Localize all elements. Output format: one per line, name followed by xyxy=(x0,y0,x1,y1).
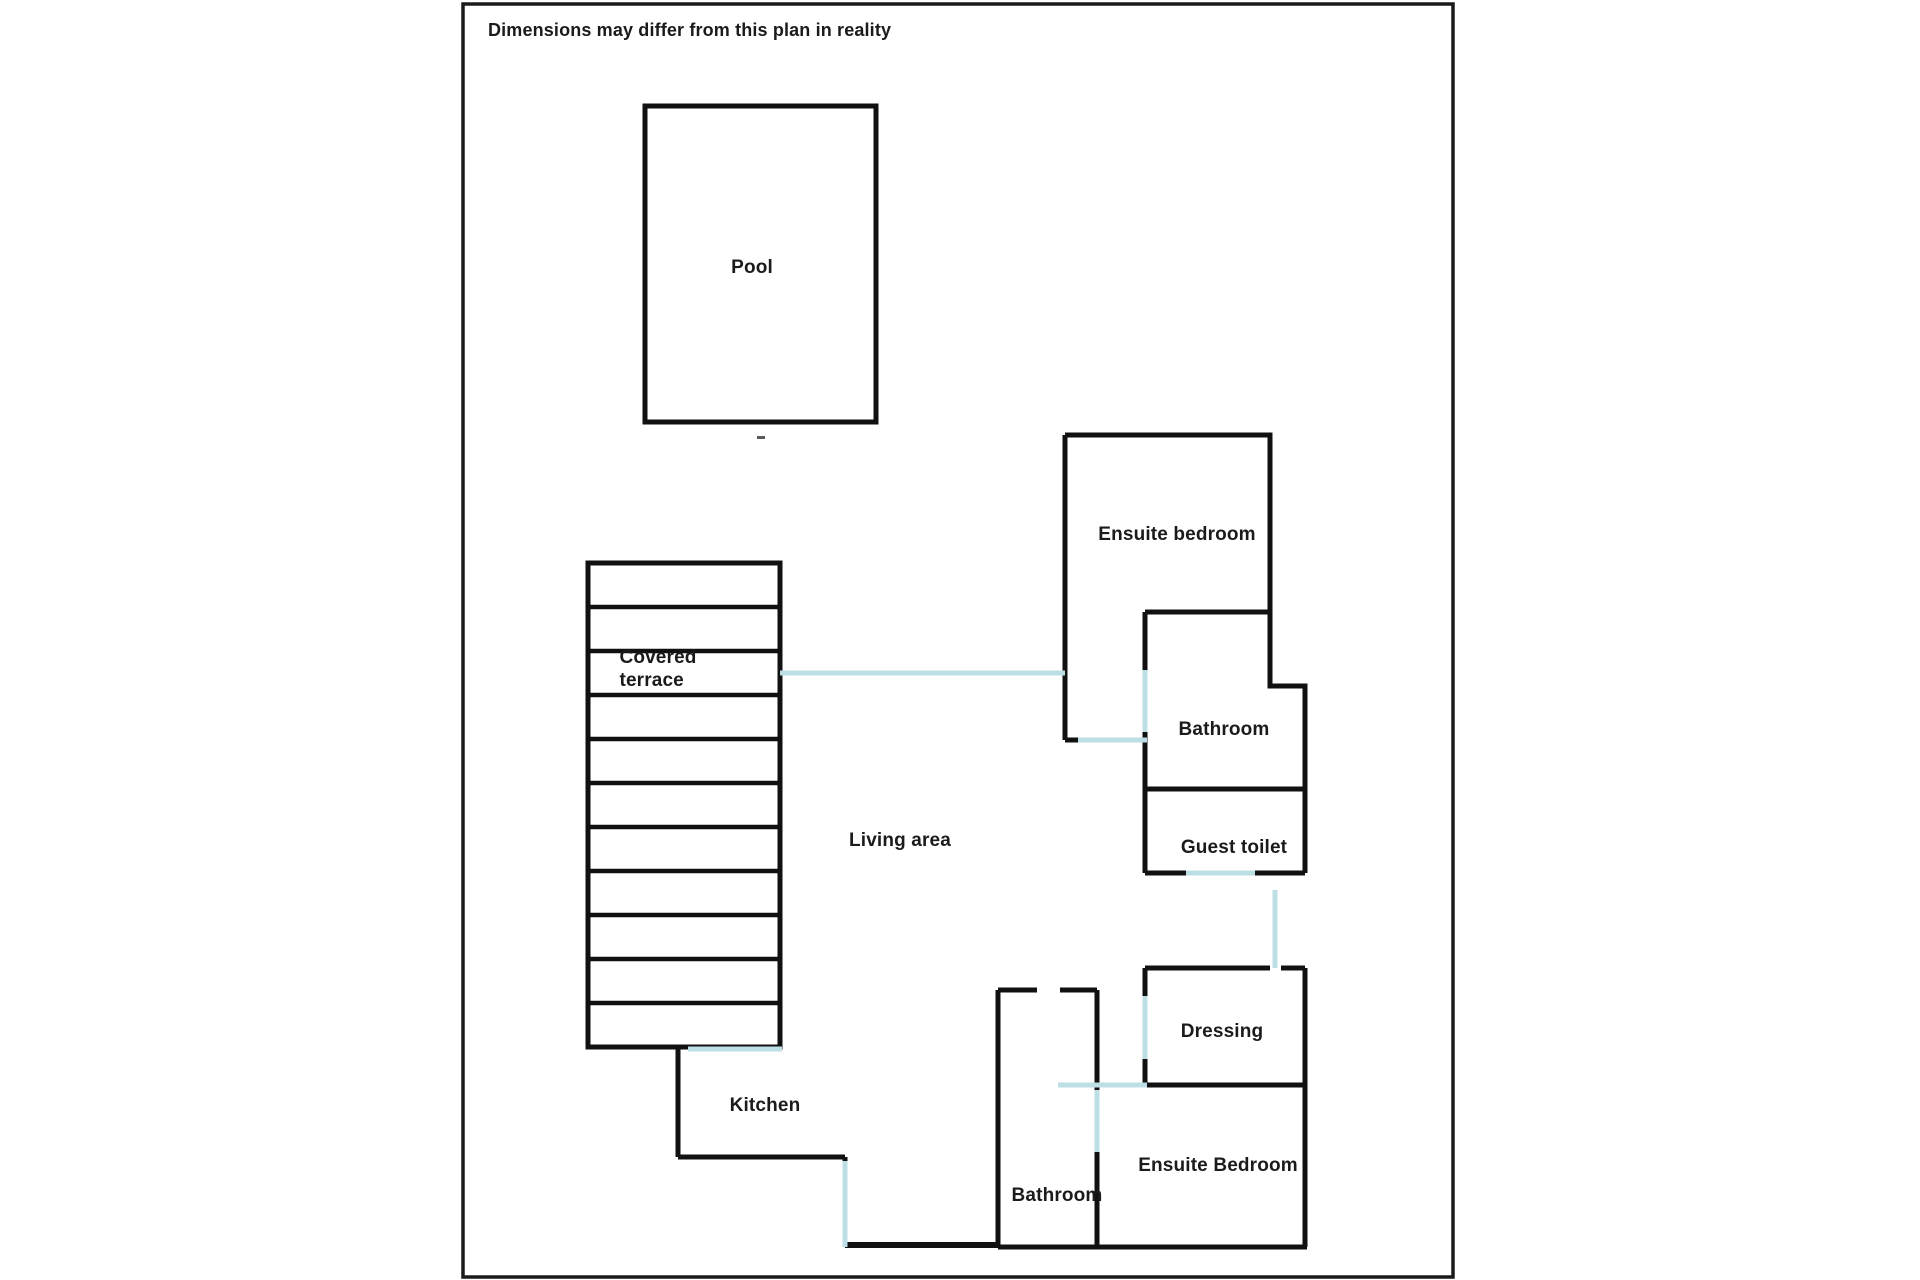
covered-terrace-outline xyxy=(585,560,783,1050)
ensuite-bedroom-lower-outline xyxy=(1097,1085,1308,1250)
openings-group xyxy=(688,670,1278,1247)
pool-outline xyxy=(642,103,879,425)
terrace-slat-lines xyxy=(588,604,780,1006)
pool-edge-mark xyxy=(757,436,765,439)
ensuite-bedroom-upper-outline xyxy=(1062,432,1273,743)
bathroom-upper-outline xyxy=(1142,609,1308,792)
guest-toilet-outline xyxy=(1142,789,1308,876)
bathroom-lower-outline xyxy=(995,987,1100,1250)
page-frame xyxy=(461,2,1455,1279)
dressing-outline xyxy=(1142,965,1308,1088)
